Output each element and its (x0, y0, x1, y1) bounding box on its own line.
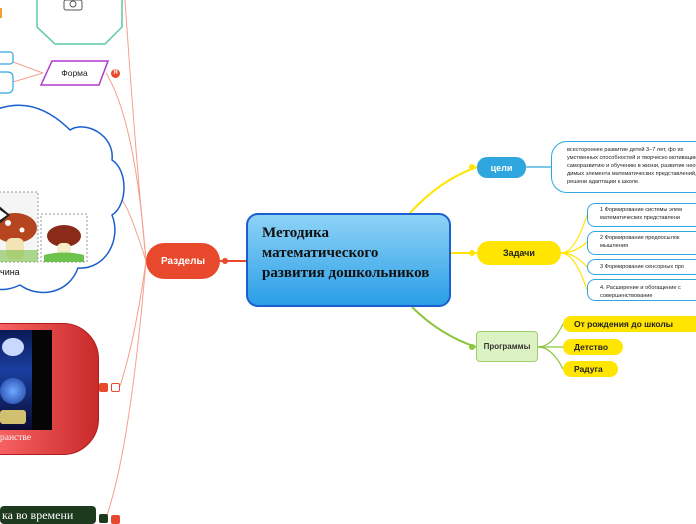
program-label: Детство (574, 342, 608, 352)
task-text: 1 Формирование системы элем математическ… (600, 207, 682, 221)
program-item[interactable]: Радуга (563, 361, 618, 377)
celi-text-node[interactable]: всестороннее развитие детей 3–7 лет, фо … (551, 141, 696, 193)
program-label: От рождения до школы (574, 319, 673, 329)
zadachi-node[interactable]: Задачи (477, 241, 561, 265)
red-card-label: ранстве (0, 433, 31, 443)
program-label: Радуга (574, 364, 603, 374)
task-node[interactable]: 1 Формирование системы элем математическ… (587, 203, 696, 227)
task-node[interactable]: 3 Формирование сенсорных про (587, 259, 696, 275)
central-title: Методика математического развития дошкол… (262, 225, 429, 281)
razdely-node[interactable]: Разделы (146, 243, 220, 279)
time-section-node[interactable]: ка во времени (0, 506, 96, 524)
task-text: 3 Формирование сенсорных про (600, 264, 684, 270)
link-icon[interactable] (111, 383, 120, 392)
space-image (0, 330, 52, 430)
razdely-label: Разделы (161, 256, 205, 267)
programmy-label: Программы (484, 342, 531, 351)
forma-label: Форма (43, 61, 106, 85)
forma-node[interactable]: Форма (43, 61, 106, 85)
central-topic[interactable]: Методика математического развития дошкол… (246, 213, 451, 307)
program-item[interactable]: От рождения до школы (563, 316, 696, 332)
celi-text: всестороннее развитие детей 3–7 лет, фо … (567, 147, 696, 185)
programmy-node[interactable]: Программы (476, 331, 538, 362)
task-node[interactable]: 4. Расширение и обогащение с совершенств… (587, 279, 696, 301)
celi-label: цели (491, 163, 513, 173)
alert-icon[interactable]: Я (111, 69, 120, 78)
note-icon[interactable] (99, 514, 108, 523)
program-item[interactable]: Детство (563, 339, 623, 355)
cloud-label: чина (0, 267, 20, 277)
note-icon[interactable] (99, 383, 108, 392)
zadachi-label: Задачи (503, 248, 535, 258)
task-text: 4. Расширение и обогащение с совершенств… (600, 285, 681, 299)
celi-node[interactable]: цели (477, 157, 526, 178)
task-node[interactable]: 2 Формирование предпосылок мышления (587, 231, 696, 255)
task-text: 2 Формирование предпосылок мышления (600, 235, 679, 249)
